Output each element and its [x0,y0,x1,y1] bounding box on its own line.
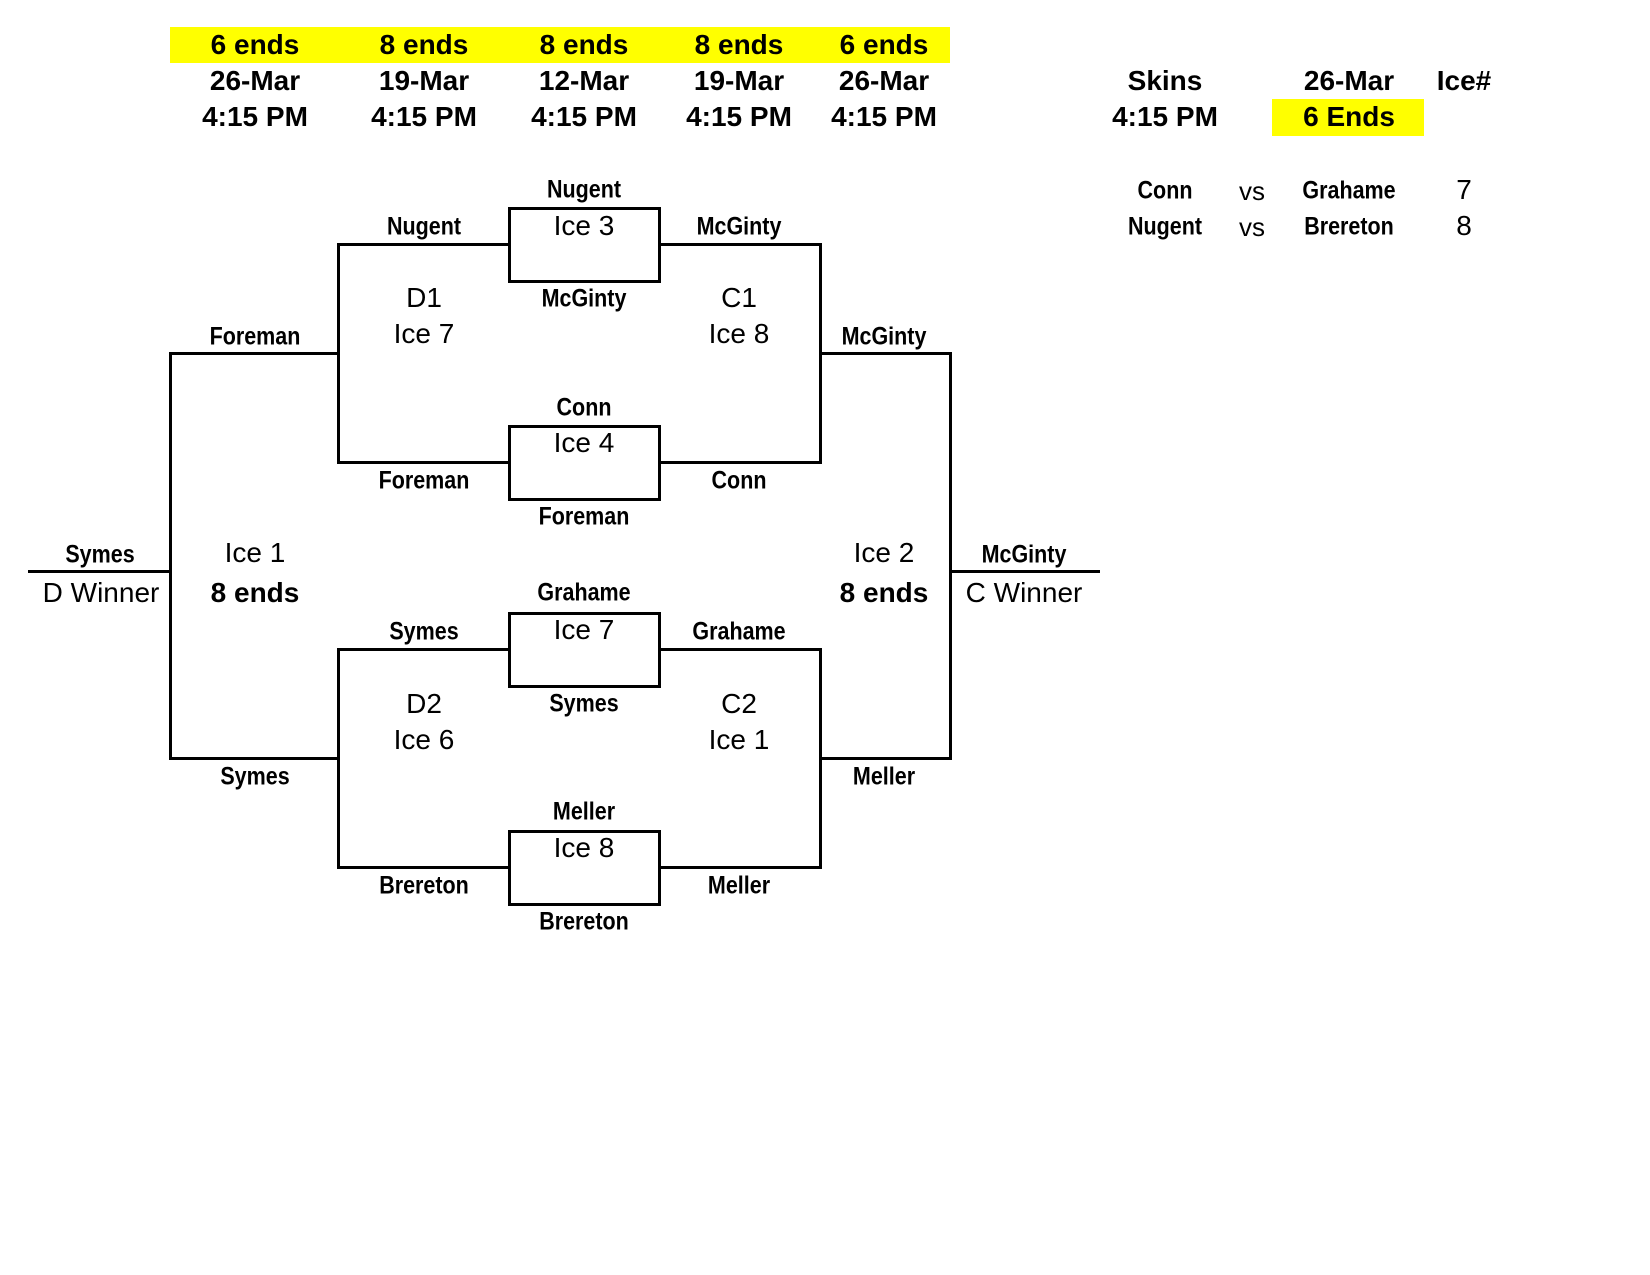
c-winner-label: C Winner [965,577,1083,608]
skins-vs: vs [1239,212,1265,242]
schedule-date: 26-Mar [209,65,301,96]
ice-label: Ice 2 [853,537,915,568]
schedule-time: 4:15 PM [371,101,477,132]
bracket-line [169,757,340,760]
bracket-line [949,570,1100,573]
bracket-line [337,243,508,246]
skins-time: 4:15 PM [1112,101,1218,132]
bracket-line [949,352,952,760]
team-name: McGinty [696,212,782,241]
team-name: Foreman [538,502,630,531]
bracket-line [819,757,952,760]
schedule-ends: 8 ends [694,29,784,60]
ice-label: Ice 8 [553,832,615,863]
skins-team2: Brereton [1304,212,1394,241]
bracket-line [337,461,508,464]
team-name: Symes [220,762,290,791]
team-name: McGinty [541,284,627,313]
team-name: Brereton [539,907,629,936]
team-name: Meller [707,871,771,900]
match-box-ice-8 [508,830,661,906]
schedule-time: 4:15 PM [686,101,792,132]
skins-vs: vs [1239,176,1265,206]
skins-title: Skins [1127,65,1203,96]
schedule-ends: 8 ends [539,29,629,60]
bracket-line [661,648,822,651]
d-winner-name: Symes [65,540,135,569]
team-name: Nugent [546,175,622,204]
ice-label: Ice 1 [708,724,770,755]
team-name: Foreman [209,322,301,351]
schedule-highlight [170,27,950,63]
skins-ends-highlight [1272,99,1424,136]
skins-team1: Conn [1137,176,1193,205]
c-winner-name: McGinty [981,540,1067,569]
schedule-date: 26-Mar [838,65,930,96]
skins-team1: Nugent [1127,212,1203,241]
team-name: Foreman [378,466,470,495]
skins-team2: Grahame [1302,176,1396,205]
game-label: D1 [406,282,442,313]
game-label: C1 [721,282,757,313]
schedule-date: 12-Mar [538,65,630,96]
ice-label: Ice 6 [393,724,455,755]
team-name: Grahame [692,617,786,646]
ice-label: Ice 7 [553,614,615,645]
ends-label: 8 ends [839,577,929,608]
schedule-ends: 6 ends [210,29,300,60]
schedule-time: 4:15 PM [202,101,308,132]
ice-label: Ice 3 [553,210,615,241]
ice-label: Ice 4 [553,427,615,458]
team-name: Conn [711,466,767,495]
schedule-date: 19-Mar [693,65,785,96]
ice-label: Ice 7 [393,318,455,349]
skins-date: 26-Mar [1303,65,1395,96]
team-name: Meller [852,762,916,791]
bracket-line [819,352,952,355]
schedule-time: 4:15 PM [831,101,937,132]
bracket-line [169,352,172,760]
schedule-ends: 8 ends [379,29,469,60]
team-name: McGinty [841,322,927,351]
schedule-date: 19-Mar [378,65,470,96]
ends-label: 8 ends [210,577,300,608]
d-winner-label: D Winner [42,577,160,608]
ice-label: Ice 1 [224,537,286,568]
team-name: Symes [549,689,619,718]
team-name: Meller [552,797,616,826]
ice-label: Ice 8 [708,318,770,349]
bracket-line [169,352,340,355]
skins-ice: 8 [1456,210,1472,241]
skins-ends: 6 Ends [1303,101,1395,132]
skins-ice: 7 [1456,174,1472,205]
match-box-ice-4 [508,425,661,501]
bracket-line [337,866,508,869]
team-name: Nugent [386,212,462,241]
bracket-line [661,461,822,464]
team-name: Symes [389,617,459,646]
team-name: Grahame [537,578,631,607]
team-name: Brereton [379,871,469,900]
bracket-line [661,866,822,869]
schedule-time: 4:15 PM [531,101,637,132]
match-box-ice-7 [508,612,661,688]
bracket-line [337,648,508,651]
bracket-line [661,243,822,246]
schedule-ends: 6 ends [839,29,929,60]
team-name: Conn [556,393,612,422]
game-label: D2 [406,688,442,719]
bracket-line [28,570,172,573]
skins-ice-header: Ice# [1436,65,1492,96]
game-label: C2 [721,688,757,719]
match-box-ice-3 [508,207,661,283]
